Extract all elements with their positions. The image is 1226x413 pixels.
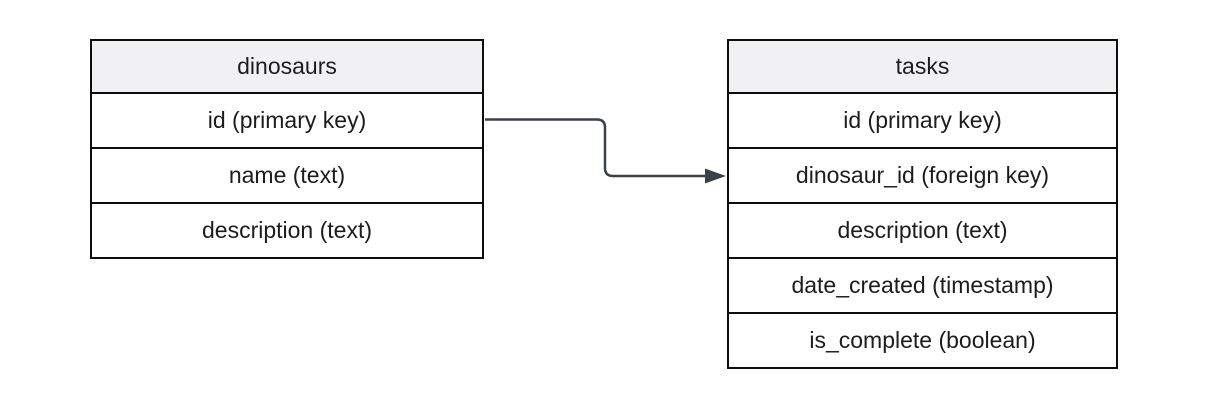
field-row-tasks-dinosaur-id: dinosaur_id (foreign key)	[729, 147, 1116, 202]
field-row-dinosaurs-name: name (text)	[92, 147, 482, 202]
field-row-tasks-is-complete: is_complete (boolean)	[729, 312, 1116, 367]
field-row-tasks-description: description (text)	[729, 202, 1116, 257]
field-row-dinosaurs-description: description (text)	[92, 202, 482, 257]
entity-header-tasks: tasks	[729, 41, 1116, 92]
entity-header-dinosaurs: dinosaurs	[92, 41, 482, 92]
field-row-tasks-date-created: date_created (timestamp)	[729, 257, 1116, 312]
field-row-tasks-id: id (primary key)	[729, 92, 1116, 147]
entity-table-tasks: tasks id (primary key) dinosaur_id (fore…	[727, 39, 1118, 369]
connector-arrowhead-icon	[705, 168, 726, 184]
connector-line	[485, 118, 705, 178]
entity-table-dinosaurs: dinosaurs id (primary key) name (text) d…	[90, 39, 484, 259]
field-row-dinosaurs-id: id (primary key)	[92, 92, 482, 147]
